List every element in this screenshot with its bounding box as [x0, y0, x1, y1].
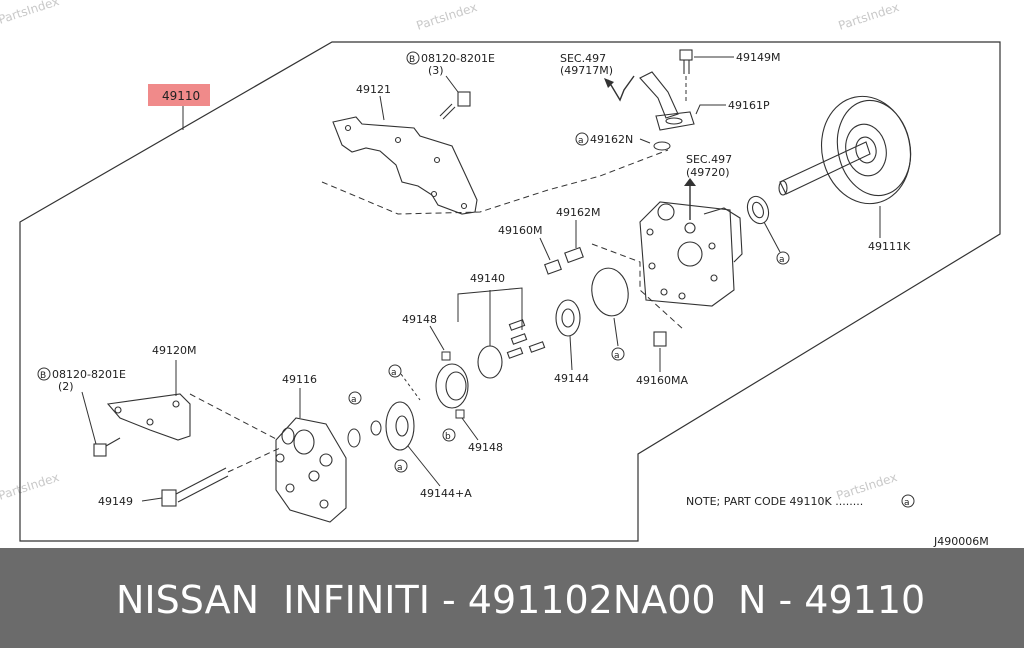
pin-49148-bottom	[455, 409, 465, 419]
plug-49160MA	[653, 331, 667, 347]
plug-49160M	[544, 259, 562, 275]
rear-cover-49116	[275, 417, 347, 523]
highlight-box	[148, 84, 210, 106]
bolt-left	[93, 437, 121, 457]
oil-seal	[746, 195, 770, 225]
bolt-49149M	[679, 49, 693, 74]
label-08120-8201E-left: 08120-8201E	[52, 368, 126, 381]
label-49720: (49720)	[686, 166, 730, 179]
label-49149: 49149	[98, 495, 133, 508]
assembly-outline	[19, 41, 1001, 542]
plug-49162M	[564, 246, 584, 264]
label-49161P: 49161P	[728, 99, 770, 112]
pump-housing	[639, 201, 743, 307]
watermark-top-right: PartsIndex	[837, 0, 901, 33]
watermark-top-left: PartsIndex	[0, 0, 61, 27]
label-49162M: 49162M	[556, 206, 600, 219]
label-qty-2: (2)	[58, 380, 74, 393]
label-49162N: 49162N	[590, 133, 633, 146]
label-49144A: 49144+A	[420, 487, 472, 500]
bolt-ref-top: B 08120-8201E (3)	[406, 51, 495, 77]
bracket-49121	[332, 116, 478, 215]
label-49120M: 49120M	[152, 344, 196, 357]
label-08120-8201E-top: 08120-8201E	[421, 52, 495, 65]
label-49149M: 49149M	[736, 51, 780, 64]
cam-ring-49144	[555, 299, 581, 337]
watermark-bottom-left: PartsIndex	[0, 470, 61, 503]
label-49148-bottom: 49148	[468, 441, 503, 454]
bolt-top	[439, 91, 471, 120]
label-49160MA: 49160MA	[636, 374, 688, 387]
oring-49162N: a 49162N	[575, 132, 671, 151]
bolt-49149	[161, 467, 229, 507]
marker-a-side: a	[397, 463, 403, 473]
label-49121: 49121	[356, 83, 391, 96]
watermark-top-center: PartsIndex	[415, 0, 479, 33]
label-sec497-b: SEC.497	[686, 153, 732, 166]
label-sec497-a: SEC.497	[560, 52, 606, 65]
label-49160M: 49160M	[498, 224, 542, 237]
label-49110: 49110	[162, 89, 200, 103]
marker-a-note: a	[904, 498, 910, 508]
oring-large	[591, 267, 629, 317]
label-49717M: (49717M)	[560, 64, 613, 77]
marker-b-plate: b	[445, 432, 451, 442]
label-49144: 49144	[554, 372, 589, 385]
bracket-49120M	[106, 393, 191, 441]
part-footer: NISSAN INFINITI - 491102NA00 N - 49110	[0, 548, 1024, 648]
pulley-49111K	[778, 95, 912, 205]
label-49111K: 49111K	[868, 240, 911, 253]
pin-49148-top	[441, 351, 451, 361]
label-49116: 49116	[282, 373, 317, 386]
marker-a-oring: a	[614, 351, 620, 361]
marker-a-seal: a	[779, 255, 785, 265]
label-qty-3: (3)	[428, 64, 444, 77]
side-plate-49144A	[385, 401, 415, 451]
pressure-plate	[435, 363, 469, 409]
parts-diagram: PartsIndex PartsIndex PartsIndex PartsIn…	[0, 0, 1001, 548]
footer-part-number: NISSAN INFINITI - 491102NA00	[116, 578, 716, 622]
rotor-vanes-49140	[477, 319, 546, 379]
marker-B-top: B	[409, 55, 415, 65]
marker-B-left: B	[40, 371, 46, 381]
label-49140: 49140	[470, 272, 505, 285]
hose-fitting-49161P	[639, 71, 695, 131]
marker-a-plate: a	[391, 368, 397, 378]
bolt-ref-left: B 08120-8201E (2)	[37, 367, 126, 393]
footer-group-code: N - 49110	[738, 578, 926, 622]
note-part-code: NOTE; PART CODE 49110K ........	[686, 495, 863, 508]
label-49148-top: 49148	[402, 313, 437, 326]
marker-a-small: a	[351, 395, 357, 405]
marker-a-49162N: a	[578, 136, 584, 146]
drawing-code: J490006M	[933, 535, 989, 548]
